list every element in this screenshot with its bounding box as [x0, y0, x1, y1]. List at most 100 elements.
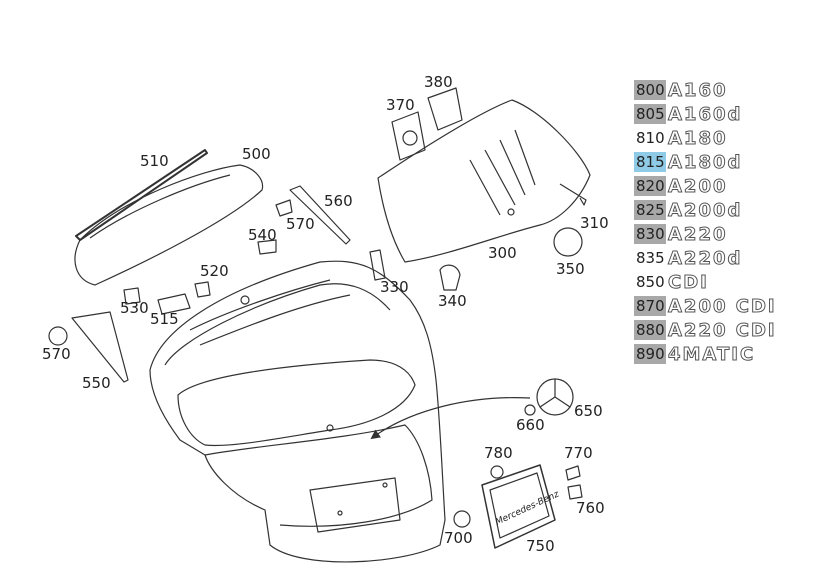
side-trim-550	[71, 311, 129, 383]
callout-560: 560	[324, 192, 353, 210]
strip-330	[369, 249, 386, 281]
callout-550: 550	[82, 374, 111, 392]
callout-380: 380	[424, 73, 453, 91]
cap-570	[48, 326, 68, 346]
cap-700	[453, 510, 471, 528]
legend-code: 800	[634, 80, 666, 100]
rear-window	[377, 99, 591, 263]
clip-520	[194, 281, 211, 298]
emblem-arrow	[370, 397, 531, 440]
callout-540: 540	[248, 226, 277, 244]
callout-500: 500	[242, 145, 271, 163]
legend-model: A180	[668, 127, 728, 149]
legend-code: 825	[634, 200, 666, 220]
legend-model: A220 CDI	[668, 319, 777, 341]
window-heater-lines	[469, 129, 536, 216]
clip-660	[524, 404, 536, 416]
legend-code: 815	[634, 152, 666, 172]
callout-340: 340	[438, 292, 467, 310]
callout-350: 350	[556, 260, 585, 278]
callout-330: 330	[380, 278, 409, 296]
wiper-310	[559, 183, 587, 206]
legend-model: CDI	[668, 271, 709, 293]
callout-520: 520	[200, 262, 229, 280]
nut-760	[567, 484, 583, 500]
legend-model: A160d	[667, 103, 743, 125]
tailgate-hole	[326, 424, 334, 432]
legend-code: 810	[636, 129, 665, 147]
legend-code: 820	[634, 176, 666, 196]
legend-model: A160	[668, 79, 728, 101]
spoiler-inner-line	[89, 174, 231, 239]
clip-340	[439, 264, 461, 291]
plate-holder	[481, 464, 556, 549]
tailgate-window-frame	[177, 359, 416, 447]
legend-code: 850	[636, 273, 665, 291]
plate-recess	[309, 477, 401, 533]
tailgate-hole	[337, 510, 343, 516]
legend-code: 880	[634, 320, 666, 340]
seal-strip	[75, 149, 208, 241]
tailgate-hole	[382, 482, 388, 488]
tailgate-lower-panel	[204, 424, 433, 527]
legend-model: A200	[668, 175, 728, 197]
legend-model: A180d	[667, 151, 743, 173]
callout-370: 370	[386, 96, 415, 114]
cap-350	[553, 227, 583, 257]
callout-760: 760	[576, 499, 605, 517]
legend-model: A200d	[667, 199, 743, 221]
legend-code: 805	[634, 104, 666, 124]
callout-570-top: 570	[286, 215, 315, 233]
tailgate-inner-frame	[164, 283, 391, 366]
callout-750: 750	[526, 537, 555, 555]
callout-770: 770	[564, 444, 593, 462]
tailgate-hole	[240, 295, 250, 305]
clip-780	[490, 465, 504, 479]
legend-model: A200 CDI	[668, 295, 777, 317]
star-points	[539, 379, 571, 408]
callout-650: 650	[574, 402, 603, 420]
legend-code: 870	[634, 296, 666, 316]
window-dot	[507, 208, 515, 216]
tailgate-body	[149, 260, 446, 563]
side-trim-560	[289, 185, 351, 245]
callout-310: 310	[580, 214, 609, 232]
clip-540	[257, 239, 277, 255]
legend-code: 830	[634, 224, 666, 244]
sticker-370-circle	[402, 130, 418, 146]
legend-model: A220d	[667, 247, 743, 269]
bracket-515	[157, 293, 191, 315]
spoiler	[74, 164, 264, 286]
sticker-370	[391, 111, 426, 161]
callout-515: 515	[150, 310, 179, 328]
screw-770	[565, 465, 581, 481]
callout-780: 780	[484, 444, 513, 462]
callout-530: 530	[120, 299, 149, 317]
callout-570-left: 570	[42, 345, 71, 363]
callout-700: 700	[444, 529, 473, 547]
callout-660: 660	[516, 416, 545, 434]
legend-model: 4MATIC	[667, 343, 756, 365]
legend-code: 835	[636, 249, 665, 267]
clip-570	[275, 199, 293, 217]
tailgate-ridge	[189, 279, 351, 346]
callout-300: 300	[488, 244, 517, 262]
callout-510: 510	[140, 152, 169, 170]
plate-holder-inner	[489, 472, 550, 539]
sticker-380	[427, 87, 463, 131]
